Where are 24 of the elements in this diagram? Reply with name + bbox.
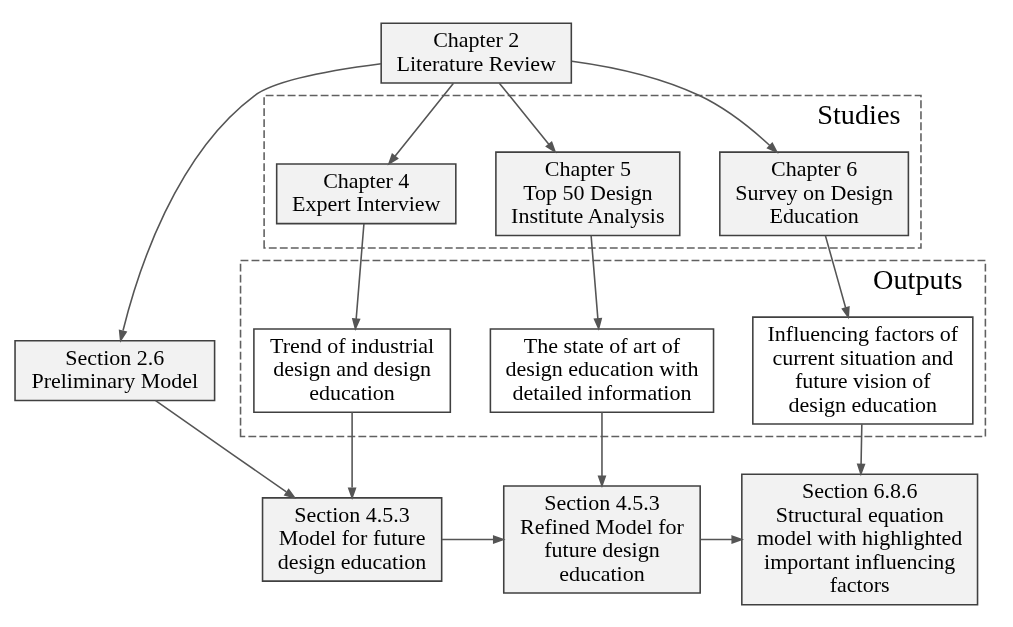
arrow — [571, 59, 779, 154]
arrow — [118, 62, 382, 343]
arrow — [824, 234, 850, 319]
arrow — [856, 422, 866, 476]
node-box: Section 2.6 Preliminary Model — [14, 339, 216, 401]
arrow — [597, 411, 607, 488]
node-box: Chapter 5 Top 50 Design Institute Analysis — [495, 150, 681, 236]
node-box: Section 4.5.3 Refined Model for future design education — [502, 484, 701, 594]
arrow — [351, 222, 365, 331]
node-box: Trend of industrial design and design education — [253, 327, 452, 413]
node-box: Section 6.8.6 Structural equation model with highlighted important influencing factors — [741, 473, 979, 605]
node-box: The state of art of design education with detailed information — [489, 327, 715, 413]
arrow — [699, 534, 744, 544]
node-box: Section 4.5.3 Model for future design education — [261, 496, 443, 582]
arrow — [154, 399, 297, 499]
arrow — [387, 81, 455, 166]
arrow — [441, 534, 506, 544]
node-box: Chapter 6 Survey on Design Education — [719, 150, 910, 236]
arrow — [347, 411, 357, 500]
node-box: Influencing factors of current situation and future vision of design education — [752, 315, 974, 425]
node-box: Chapter 2 Literature Review — [380, 22, 573, 84]
arrow — [498, 81, 557, 154]
arrow — [590, 234, 603, 331]
node-box: Chapter 4 Expert Interview — [275, 162, 457, 224]
